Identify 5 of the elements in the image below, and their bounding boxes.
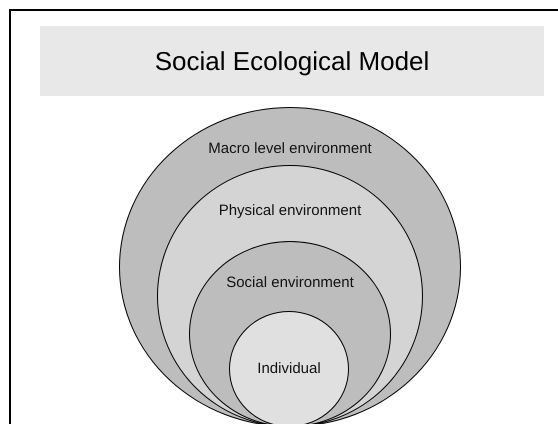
ring-label: Individual bbox=[256, 360, 322, 378]
ring-label: Macro level environment bbox=[207, 140, 373, 158]
title-banner: Social Ecological Model bbox=[40, 26, 544, 96]
ring-label: Social environment bbox=[225, 274, 355, 292]
ring-label: Physical environment bbox=[218, 202, 362, 220]
